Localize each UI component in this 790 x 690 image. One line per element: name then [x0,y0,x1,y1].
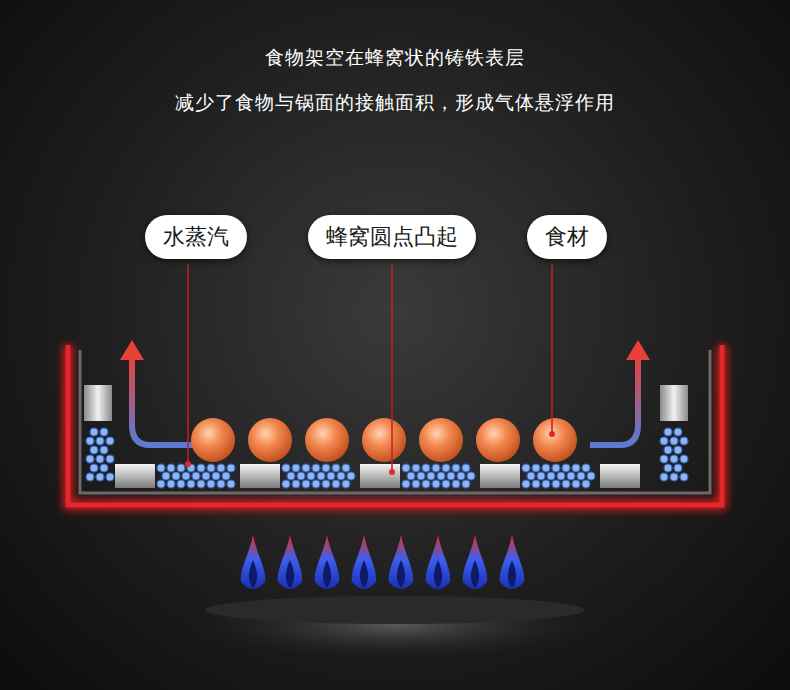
callout-pill: 蜂窝圆点凸起 [308,215,476,259]
callout-text: 蜂窝圆点凸起 [326,222,458,252]
callout-text: 水蒸汽 [163,222,229,252]
subheading: 减少了食物与锅面的接触面积，形成气体悬浮作用 [175,90,615,116]
callout-text: 食材 [545,222,589,252]
heading: 食物架空在蜂窝状的铸铁表层 [265,45,525,71]
callout-pill: 水蒸汽 [145,215,247,259]
callout-pill: 食材 [527,215,607,259]
